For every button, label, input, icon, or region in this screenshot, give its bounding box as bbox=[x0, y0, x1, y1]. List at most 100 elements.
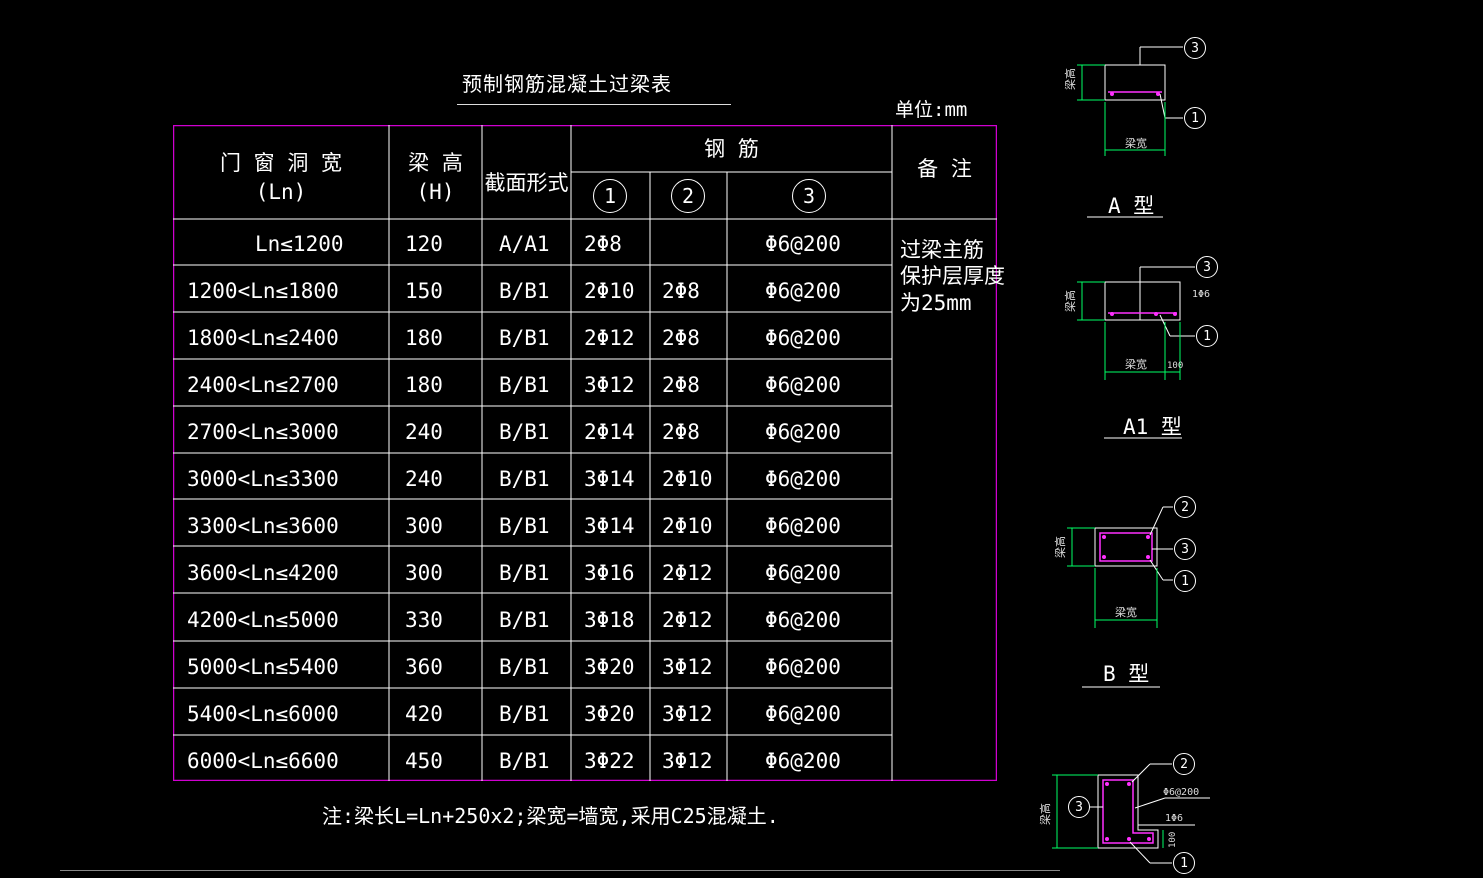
table-cell-section: B/B1 bbox=[499, 420, 550, 444]
table-cell-r3: Φ6@200 bbox=[765, 749, 841, 773]
table-cell-r2: 3Φ12 bbox=[662, 655, 713, 679]
table-cell-r1: 2Φ12 bbox=[584, 326, 635, 350]
table-cell-h: 300 bbox=[405, 561, 443, 585]
table-cell-ln: 3600<Ln≤4200 bbox=[187, 561, 339, 585]
table-cell-section: B/B1 bbox=[499, 561, 550, 585]
table-cell-h: 150 bbox=[405, 279, 443, 303]
table-cell-r1: 2Φ14 bbox=[584, 420, 635, 444]
section-a1-marker-1: 1 bbox=[1196, 325, 1218, 347]
table-cell-r3: Φ6@200 bbox=[765, 420, 841, 444]
table-cell-section: B/B1 bbox=[499, 326, 550, 350]
table-cell-r2: 2Φ8 bbox=[662, 326, 700, 350]
table-cell-r3: Φ6@200 bbox=[765, 232, 841, 256]
table-cell-ln: 3300<Ln≤3600 bbox=[187, 514, 339, 538]
section-a1-height-label: 梁高 bbox=[1063, 290, 1077, 312]
table-cell-h: 330 bbox=[405, 608, 443, 632]
table-cell-ln: 4200<Ln≤5000 bbox=[187, 608, 339, 632]
drawing-baseline bbox=[60, 870, 1060, 871]
table-cell-section: B/B1 bbox=[499, 467, 550, 491]
table-cell-r3: Φ6@200 bbox=[765, 655, 841, 679]
table-cell-section: B/B1 bbox=[499, 608, 550, 632]
table-cell-r1: 2Φ10 bbox=[584, 279, 635, 303]
section-b1-bar-label: 1Φ6 bbox=[1165, 813, 1183, 824]
section-a-label: A 型 bbox=[1108, 194, 1155, 218]
table-cell-ln: 6000<Ln≤6600 bbox=[187, 749, 339, 773]
table-cell-h: 420 bbox=[405, 702, 443, 726]
header-rebar-3-marker: 3 bbox=[792, 179, 826, 213]
section-a1-bar-label: 1Φ6 bbox=[1192, 289, 1210, 300]
table-cell-ln: 5400<Ln≤6000 bbox=[187, 702, 339, 726]
table-cell-r1: 3Φ22 bbox=[584, 749, 635, 773]
section-a-width-label: 梁宽 bbox=[1125, 136, 1147, 150]
table-cell-r2: 2Φ10 bbox=[662, 514, 713, 538]
section-a-height-label: 梁高 bbox=[1063, 68, 1077, 90]
table-cell-section: B/B1 bbox=[499, 514, 550, 538]
table-cell-h: 180 bbox=[405, 326, 443, 350]
section-b bbox=[1067, 506, 1173, 688]
table-cell-h: 240 bbox=[405, 420, 443, 444]
table-cell-r1: 3Φ20 bbox=[584, 702, 635, 726]
table-cell-section: A/A1 bbox=[499, 232, 550, 256]
section-b-marker-1: 1 bbox=[1174, 570, 1196, 592]
table-cell-r1: 2Φ8 bbox=[584, 232, 622, 256]
table-cell-section: B/B1 bbox=[499, 749, 550, 773]
table-cell-section: B/B1 bbox=[499, 279, 550, 303]
table-cell-r2: 3Φ12 bbox=[662, 702, 713, 726]
table-cell-r2: 2Φ8 bbox=[662, 279, 700, 303]
section-a1-marker-3: 3 bbox=[1196, 256, 1218, 278]
header-rebar: 钢 筋 bbox=[704, 137, 759, 161]
table-cell-r2: 3Φ12 bbox=[662, 749, 713, 773]
remark-line: 过梁主筋 bbox=[900, 238, 984, 262]
table-cell-section: B/B1 bbox=[499, 655, 550, 679]
table-cell-r1: 3Φ12 bbox=[584, 373, 635, 397]
title-underline bbox=[457, 104, 731, 105]
table-cell-h: 180 bbox=[405, 373, 443, 397]
table-cell-h: 240 bbox=[405, 467, 443, 491]
section-a-marker-1: 1 bbox=[1184, 107, 1206, 129]
section-b-height-label: 梁高 bbox=[1053, 536, 1067, 558]
table-cell-ln: 2400<Ln≤2700 bbox=[187, 373, 339, 397]
table-cell-h: 360 bbox=[405, 655, 443, 679]
table-cell-ln: 3000<Ln≤3300 bbox=[187, 467, 339, 491]
header-rebar-2-marker: 2 bbox=[671, 179, 705, 213]
table-cell-ln: Ln≤1200 bbox=[255, 232, 344, 256]
table-cell-r1: 3Φ16 bbox=[584, 561, 635, 585]
section-b-marker-3: 3 bbox=[1174, 538, 1196, 560]
section-b-label: B 型 bbox=[1103, 662, 1150, 686]
table-cell-r3: Φ6@200 bbox=[765, 279, 841, 303]
remark-line: 为25mm bbox=[900, 290, 972, 315]
table-cell-r1: 3Φ20 bbox=[584, 655, 635, 679]
section-a1-dim-label: 100 bbox=[1167, 361, 1183, 371]
table-cell-r3: Φ6@200 bbox=[765, 702, 841, 726]
table-cell-r3: Φ6@200 bbox=[765, 608, 841, 632]
header-beam-height: 梁 高 (H) bbox=[408, 151, 463, 205]
table-cell-r2: 2Φ10 bbox=[662, 467, 713, 491]
header-opening-width: 门 窗 洞 宽 (Ln) bbox=[220, 151, 342, 205]
header-section-type: 截面形式 bbox=[484, 171, 569, 195]
section-diagrams: 梁高 梁宽 梁高 梁宽 100 1Φ6 梁高 梁宽 梁高 Φ6@200 1Φ6 … bbox=[1020, 30, 1250, 874]
section-b1-dim-label: 100 bbox=[1168, 832, 1178, 848]
section-b1-marker-2: 2 bbox=[1173, 753, 1195, 775]
table-cell-r2: 2Φ8 bbox=[662, 373, 700, 397]
table-cell-r3: Φ6@200 bbox=[765, 514, 841, 538]
table-cell-r3: Φ6@200 bbox=[765, 561, 841, 585]
table-cell-r2: 2Φ8 bbox=[662, 420, 700, 444]
section-drawings: 梁高 梁宽 梁高 梁宽 100 1Φ6 梁高 梁宽 梁高 Φ6@200 1Φ6 … bbox=[1038, 46, 1210, 864]
table-cell-section: B/B1 bbox=[499, 702, 550, 726]
section-b1-stirrup-label: Φ6@200 bbox=[1163, 787, 1199, 798]
table-cell-r2: 2Φ12 bbox=[662, 608, 713, 632]
section-b1-marker-3: 3 bbox=[1068, 796, 1090, 818]
section-a-marker-3: 3 bbox=[1184, 37, 1206, 59]
table-cell-r3: Φ6@200 bbox=[765, 467, 841, 491]
table-cell-ln: 5000<Ln≤5400 bbox=[187, 655, 339, 679]
table-cell-h: 300 bbox=[405, 514, 443, 538]
table-note: 注:梁长L=Ln+250x2;梁宽=墙宽,采用C25混凝土. bbox=[322, 804, 779, 828]
header-rebar-1-marker: 1 bbox=[593, 179, 627, 213]
table-grid bbox=[173, 125, 997, 781]
table-title: 预制钢筋混凝土过梁表 bbox=[462, 72, 672, 96]
table-cell-r3: Φ6@200 bbox=[765, 326, 841, 350]
table-cell-r1: 3Φ18 bbox=[584, 608, 635, 632]
section-b1-marker-1: 1 bbox=[1173, 852, 1195, 874]
section-a1-width-label: 梁宽 bbox=[1125, 357, 1147, 371]
table-cell-h: 450 bbox=[405, 749, 443, 773]
